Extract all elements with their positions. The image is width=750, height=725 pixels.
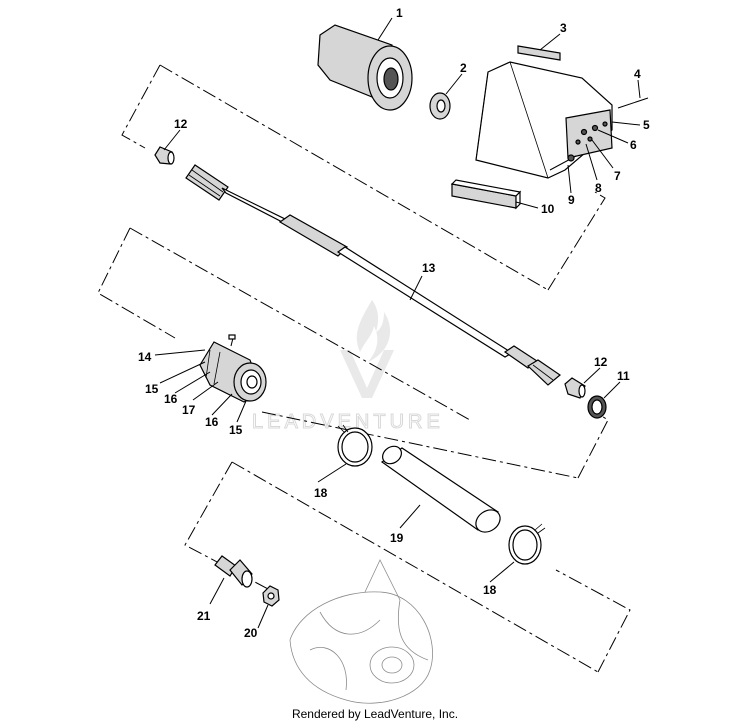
leader-lines	[154, 17, 641, 629]
callout-1: 1	[396, 6, 403, 20]
callout-18-lower: 18	[483, 583, 497, 597]
part-19-sleeve	[380, 445, 501, 533]
callout-11: 11	[617, 369, 630, 383]
callout-13: 13	[422, 261, 436, 275]
callout-labels: 1 2 3 4 5 6 7 8 9 10 11 12 12 13 14 15 1…	[138, 6, 650, 640]
callout-18-upper: 18	[314, 486, 328, 500]
callout-2: 2	[460, 61, 467, 75]
part-20-nut	[262, 585, 280, 607]
callout-21: 21	[197, 609, 211, 623]
callout-7: 7	[614, 169, 621, 183]
coupling-assembly	[199, 334, 267, 403]
part-12-plug-lower	[564, 377, 586, 399]
part-3-pad	[517, 45, 561, 61]
callout-19: 19	[390, 531, 404, 545]
impeller-illustration	[289, 559, 433, 704]
callout-16-left: 16	[164, 392, 178, 406]
leadventure-watermark: LEADVENTURE	[252, 300, 444, 434]
callout-17: 17	[182, 403, 196, 417]
callout-8: 8	[595, 181, 602, 195]
callout-3: 3	[560, 21, 567, 35]
callout-15-left: 15	[145, 382, 159, 396]
callout-12-lower: 12	[594, 355, 608, 369]
part-21-fitting	[214, 555, 253, 588]
part-10-bar	[450, 179, 522, 210]
assembly-dash-lines	[97, 64, 631, 673]
callout-14: 14	[138, 350, 152, 364]
part-1-roller	[317, 24, 413, 111]
callout-12-upper: 12	[174, 117, 188, 131]
callout-10: 10	[541, 202, 555, 216]
callout-9: 9	[568, 193, 575, 207]
part-18-clamp-lower	[508, 523, 546, 565]
callout-4: 4	[634, 67, 641, 81]
watermark-text: LEADVENTURE	[252, 411, 444, 433]
footer-credit: Rendered by LeadVenture, Inc.	[291, 707, 459, 721]
part-13-shaft	[185, 164, 561, 386]
callout-6: 6	[630, 138, 637, 152]
callout-5: 5	[643, 118, 650, 132]
callout-16-right: 16	[205, 415, 219, 429]
part-18-clamp-upper	[337, 424, 373, 467]
housing-guard	[475, 61, 649, 179]
callout-15-right: 15	[229, 423, 243, 437]
callout-20: 20	[244, 626, 258, 640]
part-12-plug-upper	[154, 146, 175, 165]
part-2-washer	[429, 92, 451, 120]
part-11-oring	[587, 395, 607, 419]
